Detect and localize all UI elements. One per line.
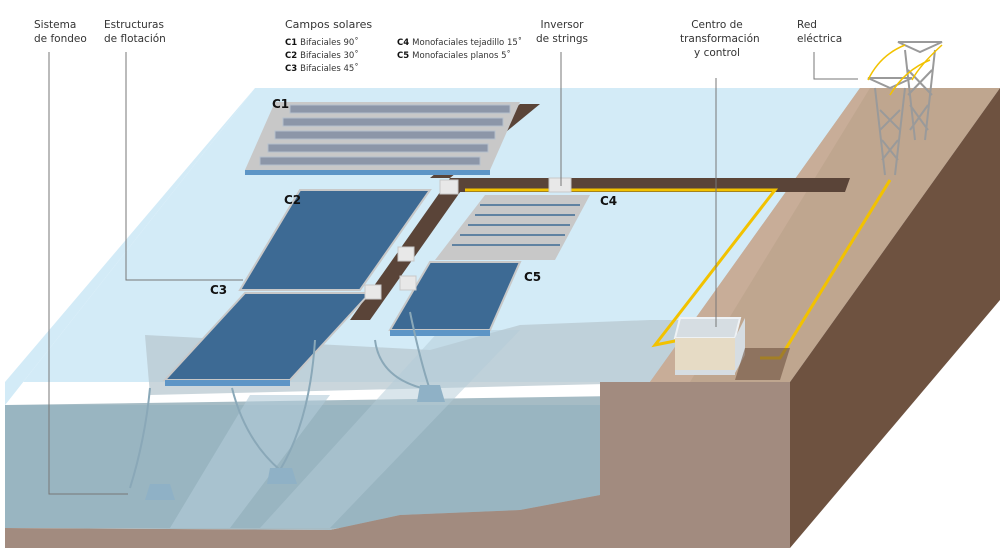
field-c2-platform — [238, 189, 432, 291]
field-tag-c2: C2 — [284, 193, 302, 207]
land-top — [650, 88, 1000, 382]
seabed-light-band-2 — [260, 330, 520, 528]
legend-title: Campos solares — [285, 18, 373, 31]
field-c4-platform — [435, 195, 590, 260]
water-surface-left — [5, 88, 255, 405]
field-tag-c5: C5 — [524, 270, 542, 284]
seabed-light-band — [170, 395, 330, 528]
cable-to-substation — [465, 188, 779, 348]
field-tag-c4: C4 — [600, 194, 618, 208]
land-front — [600, 382, 790, 548]
mooring-system — [129, 311, 431, 489]
floats — [165, 170, 490, 386]
leader-lines — [48, 52, 858, 495]
transmission-towers — [867, 41, 943, 176]
land-side — [790, 88, 1000, 548]
substation-building — [673, 317, 790, 380]
land-bank — [650, 88, 870, 382]
inverter-boxes — [364, 177, 572, 300]
field-tag-c1: C1 — [272, 97, 290, 111]
field-tag-c3: C3 — [210, 283, 228, 297]
power-lines — [867, 44, 943, 96]
field-c4-panels — [452, 204, 580, 246]
seabed-bottom — [5, 405, 690, 548]
field-c1-panels — [259, 104, 511, 166]
mooring-anchors — [145, 385, 445, 500]
